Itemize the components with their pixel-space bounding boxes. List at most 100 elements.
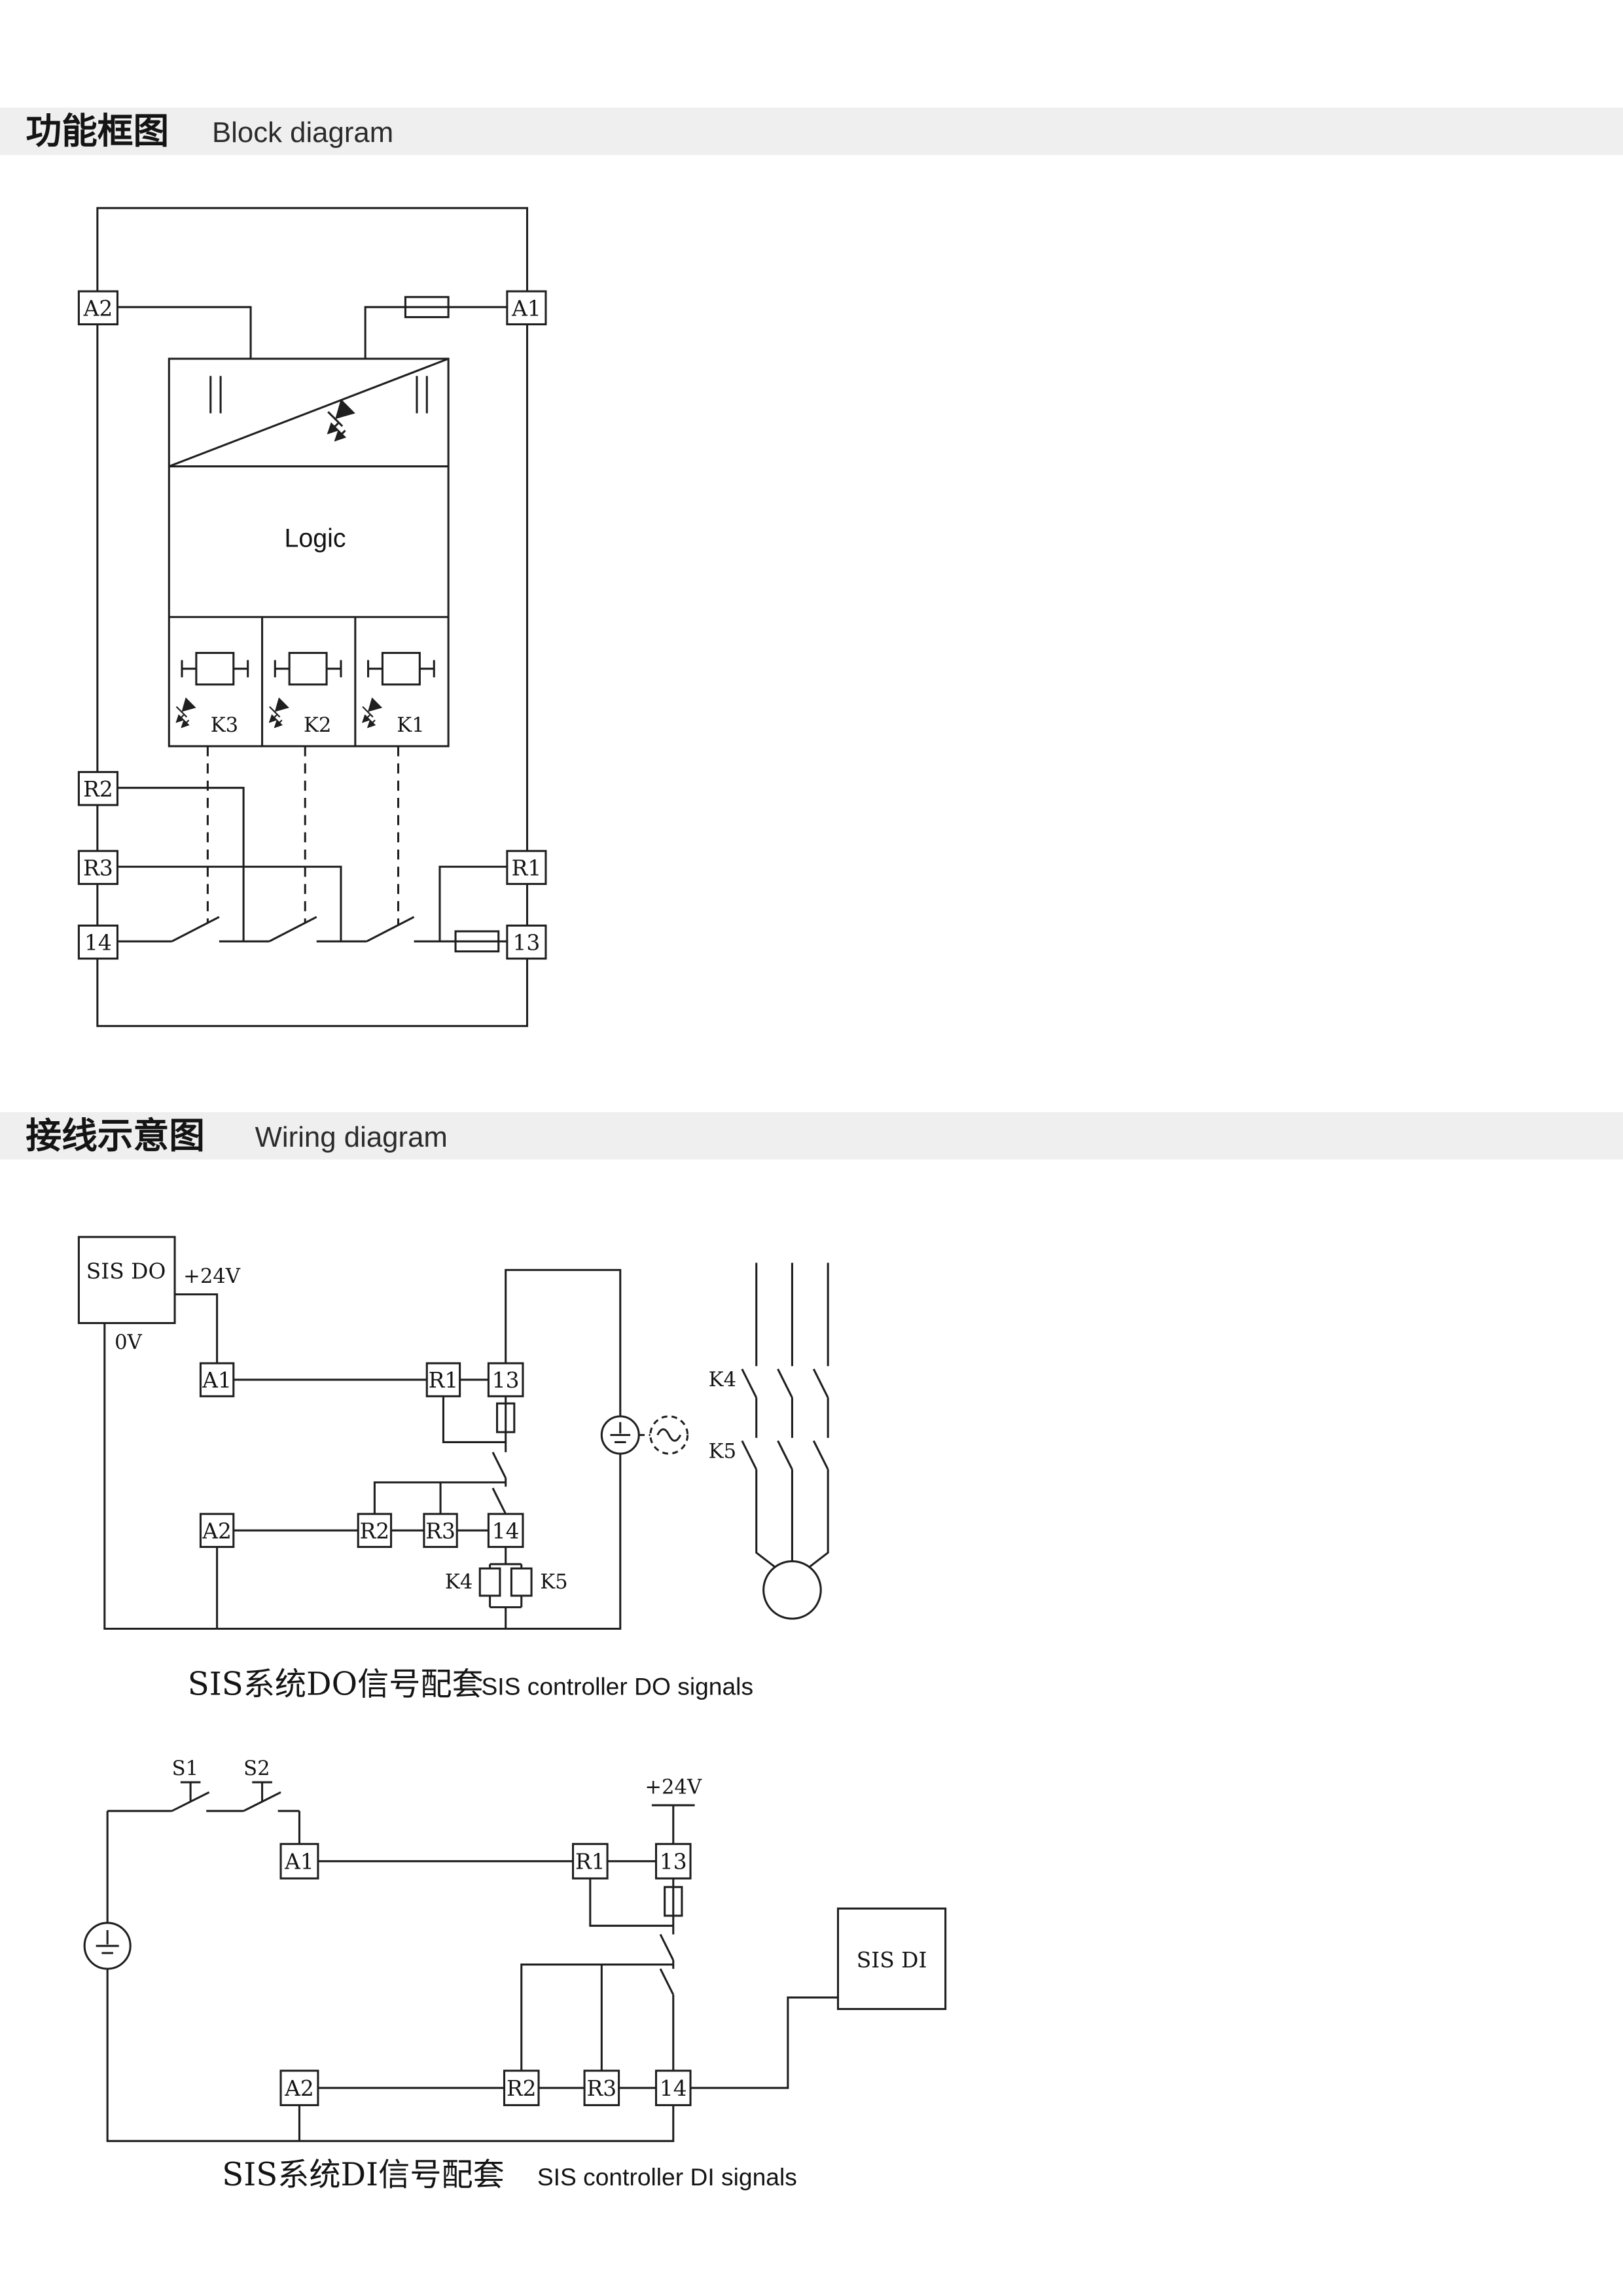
contact-k5-icon bbox=[741, 1440, 758, 1470]
outer-frame bbox=[96, 207, 529, 1028]
contact-k5-icon bbox=[812, 1440, 829, 1470]
section-title-en: Block diagram bbox=[212, 117, 393, 149]
plus24v-feed: +24V bbox=[645, 1776, 702, 1844]
terminal-a2-label: A2 bbox=[284, 2075, 314, 2101]
contact-k5-label: K5 bbox=[709, 1441, 736, 1463]
terminal-a1-label: A1 bbox=[284, 1849, 314, 1874]
terminal-a1: A1 bbox=[506, 290, 547, 326]
fuse-icon bbox=[454, 930, 500, 953]
terminal-14: 14 bbox=[487, 1513, 524, 1549]
coil-k4-label: K4 bbox=[445, 1571, 473, 1594]
coil-k4-icon bbox=[478, 1567, 501, 1597]
header-bar bbox=[0, 107, 1623, 155]
wiring-diagram-section-header: 接线示意图 Wiring diagram bbox=[0, 1112, 1623, 1160]
terminal-14: 14 bbox=[77, 924, 119, 960]
terminal-r2: R2 bbox=[77, 771, 119, 806]
motor-icon bbox=[762, 1560, 822, 1620]
converter-diagonal bbox=[168, 357, 449, 467]
switch-s1 bbox=[107, 1781, 210, 1812]
terminal-r2-label: R2 bbox=[360, 1518, 390, 1543]
coil-k5-icon bbox=[510, 1567, 533, 1597]
relay-label-k1: K1 bbox=[397, 714, 424, 737]
terminal-13-label: 13 bbox=[513, 929, 541, 955]
switch-s2 bbox=[206, 1781, 300, 1812]
battery-icon bbox=[83, 1810, 132, 1970]
contact-icon bbox=[659, 1968, 675, 1996]
block-diagram: Logic bbox=[77, 207, 547, 1028]
terminal-14-label: 14 bbox=[492, 1518, 520, 1543]
terminal-r1-label: R1 bbox=[512, 855, 542, 880]
fuse-icon bbox=[404, 296, 450, 319]
terminal-r1: R1 bbox=[506, 850, 547, 886]
relay-actuation-lines bbox=[206, 746, 400, 926]
terminal-r3-label: R3 bbox=[587, 2075, 617, 2101]
section-title-en: Wiring diagram bbox=[255, 1121, 448, 1153]
relay-label-k3: K3 bbox=[211, 714, 238, 737]
terminal-a2: A2 bbox=[77, 290, 119, 326]
terminal-r2: R2 bbox=[503, 2070, 540, 2106]
led-icon bbox=[362, 697, 383, 728]
relay-internal-wiring bbox=[520, 1878, 683, 2071]
switch-s2-label: S2 bbox=[243, 1757, 270, 1780]
terminal-r3-label: R3 bbox=[425, 1518, 455, 1543]
contact-k4-icon bbox=[777, 1368, 793, 1399]
terminal-r3: R3 bbox=[583, 2070, 620, 2106]
di-caption-zh: SIS系统DI信号配套 bbox=[222, 2157, 505, 2193]
motor-branch: K4 K5 bbox=[709, 1263, 829, 1620]
contact-k4-label: K4 bbox=[709, 1369, 736, 1391]
led-icon bbox=[175, 697, 196, 728]
di-wiring-diagram: S1 S2 bbox=[83, 1757, 947, 2193]
terminal-14-label: 14 bbox=[84, 929, 112, 955]
led-icon bbox=[268, 697, 289, 728]
contact-icon bbox=[491, 1487, 507, 1515]
terminal-r1-label: R1 bbox=[429, 1367, 459, 1393]
fuse-icon bbox=[496, 1402, 516, 1433]
dc-source-icon bbox=[600, 1415, 640, 1455]
terminal-a1: A1 bbox=[199, 1362, 235, 1397]
terminal-13: 13 bbox=[506, 924, 547, 960]
supply-wires bbox=[117, 296, 507, 359]
terminal-r2: R2 bbox=[357, 1513, 393, 1549]
sis-di-box bbox=[836, 1907, 947, 2011]
contact-icon bbox=[659, 1933, 675, 1961]
relay-internal-wiring bbox=[373, 1396, 516, 1515]
tap-wires bbox=[117, 787, 507, 942]
do-caption-en: SIS controller DO signals bbox=[481, 1672, 753, 1700]
terminal-a2: A2 bbox=[199, 1513, 235, 1549]
section-title-zh: 接线示意图 bbox=[26, 1115, 205, 1156]
header-bar bbox=[0, 1112, 1623, 1160]
do-wiring-diagram: SIS DO +24V 0V bbox=[77, 1236, 829, 1702]
contact-k1 bbox=[366, 916, 415, 942]
switch-s1-label: S1 bbox=[172, 1757, 198, 1780]
terminal-a2-label: A2 bbox=[202, 1518, 232, 1543]
section-title-zh: 功能框图 bbox=[26, 111, 169, 151]
do-wires bbox=[103, 1268, 622, 1630]
relay-coil-k1 bbox=[367, 652, 435, 686]
terminal-r2-label: R2 bbox=[507, 2075, 537, 2101]
block-diagram-section-header: 功能框图 Block diagram bbox=[0, 107, 1623, 155]
contactor-coils: K4 K5 bbox=[445, 1547, 568, 1629]
terminal-r3-label: R3 bbox=[83, 855, 113, 880]
do-caption-zh: SIS系统DO信号配套 bbox=[188, 1666, 484, 1702]
plus24v-label: +24V bbox=[183, 1265, 241, 1288]
sis-do-label: SIS DO bbox=[86, 1258, 166, 1283]
terminal-r1: R1 bbox=[572, 1842, 609, 1880]
ac-source-icon bbox=[639, 1415, 689, 1455]
relay-coil-k2 bbox=[274, 652, 342, 686]
coil-k5-label: K5 bbox=[540, 1571, 567, 1594]
relay-coil-k3 bbox=[181, 652, 249, 686]
sis-do-box bbox=[77, 1236, 176, 1325]
plus24v-label: +24V bbox=[645, 1776, 702, 1799]
di-wires bbox=[106, 1860, 838, 2142]
contact-k4-icon bbox=[741, 1368, 758, 1399]
terminal-13: 13 bbox=[487, 1362, 524, 1397]
relay-label-k2: K2 bbox=[304, 714, 331, 737]
led-icon bbox=[327, 399, 355, 442]
terminal-a2: A2 bbox=[279, 2070, 319, 2106]
zero-v-label: 0V bbox=[115, 1331, 142, 1354]
terminal-13-label: 13 bbox=[660, 1849, 687, 1874]
contact-k3 bbox=[171, 916, 220, 942]
terminal-14: 14 bbox=[654, 2070, 692, 2106]
